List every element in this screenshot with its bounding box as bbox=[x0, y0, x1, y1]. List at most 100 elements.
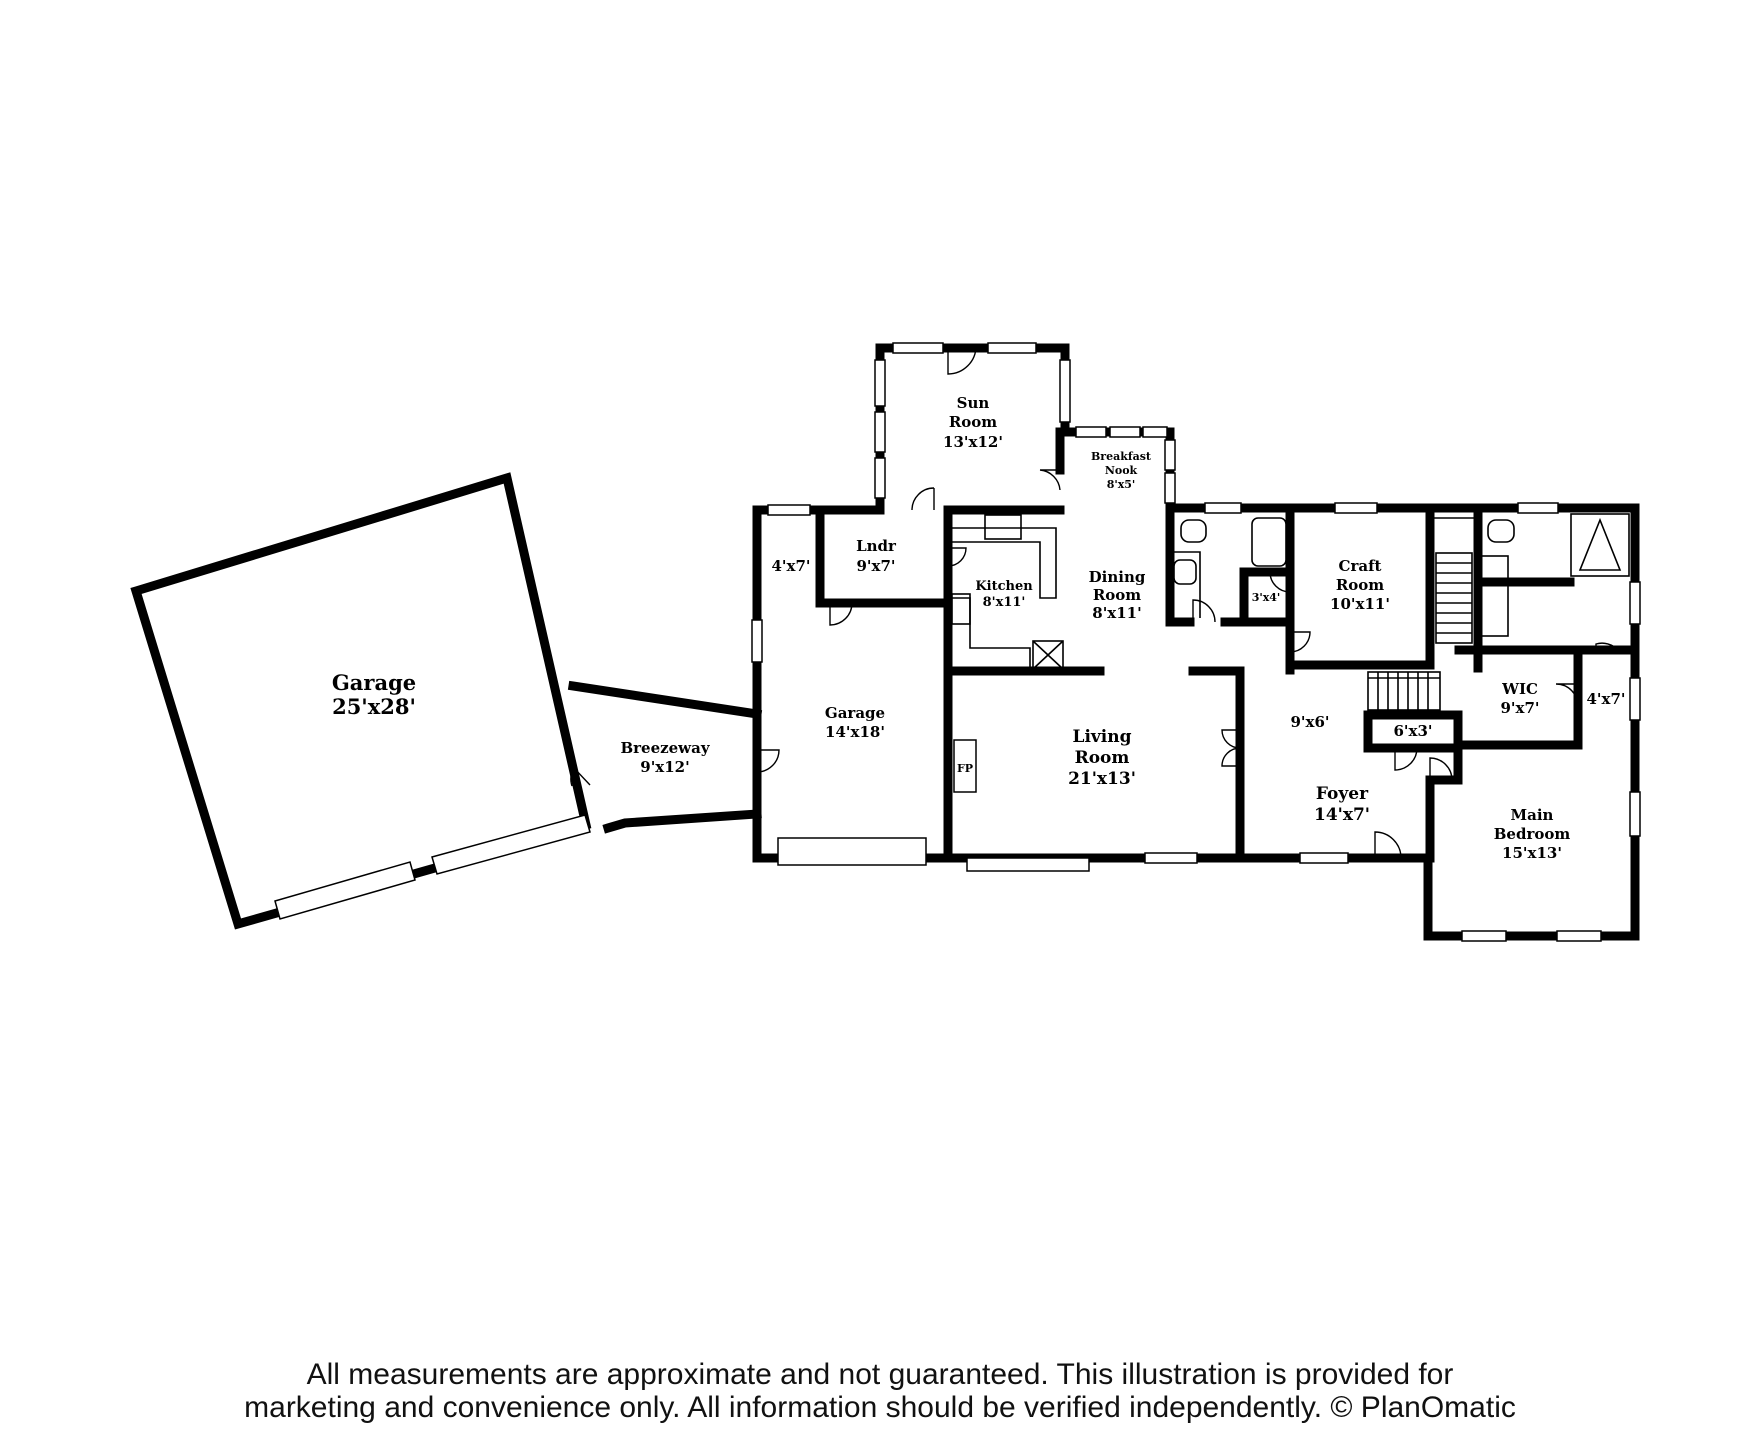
label-foyer-name: Foyer bbox=[1316, 784, 1369, 804]
closet-3x4-door bbox=[1269, 571, 1291, 593]
nook-door bbox=[1039, 469, 1061, 491]
interior-walls bbox=[815, 503, 1640, 863]
breezeway-wall-bottom bbox=[602, 809, 762, 834]
closet-6x3-door bbox=[1394, 747, 1418, 771]
label-garage-large-name: Garage bbox=[332, 670, 416, 695]
stove bbox=[951, 593, 971, 625]
window bbox=[1629, 677, 1641, 721]
window bbox=[987, 342, 1037, 354]
window bbox=[874, 411, 886, 453]
fixtures bbox=[951, 513, 1630, 711]
label-breezeway-name: Breezeway bbox=[620, 739, 710, 757]
label-dining-size: 8'x11' bbox=[1092, 604, 1141, 622]
window bbox=[1629, 581, 1641, 625]
dishwasher bbox=[1032, 640, 1064, 670]
shower bbox=[1570, 513, 1630, 577]
wall-bath-left bbox=[1165, 505, 1195, 627]
kitchen-counter-top bbox=[952, 527, 1057, 599]
breezeway-wall-top bbox=[567, 680, 763, 720]
bedroom-door bbox=[1429, 757, 1453, 781]
bath-vanity bbox=[1174, 551, 1201, 618]
window bbox=[1629, 791, 1641, 837]
label-craft-size: 10'x11' bbox=[1330, 595, 1390, 613]
garage-large bbox=[130, 472, 592, 930]
label-bedroom-size: 15'x13' bbox=[1502, 844, 1562, 862]
windows bbox=[751, 342, 1641, 942]
window bbox=[1334, 502, 1378, 514]
label-fireplace: FP bbox=[957, 762, 973, 775]
label-garage-large-size: 25'x28' bbox=[332, 694, 416, 719]
window bbox=[1164, 439, 1176, 471]
breezeway bbox=[567, 680, 763, 834]
window bbox=[1075, 426, 1107, 438]
laundry-kitchen-door bbox=[947, 547, 967, 567]
main-vanity bbox=[1479, 555, 1509, 637]
craft-door bbox=[1289, 631, 1311, 653]
label-sunroom-line2: Room bbox=[949, 413, 997, 431]
label-living-size: 21'x13' bbox=[1068, 769, 1136, 789]
label-garage-small-size: 14'x18' bbox=[825, 723, 885, 741]
label-nook-line2: Nook bbox=[1105, 464, 1138, 477]
stairs-upper bbox=[1435, 552, 1473, 644]
sunroom-laundry-door bbox=[911, 487, 935, 511]
bathtub bbox=[1251, 517, 1287, 567]
label-dining-line1: Dining bbox=[1089, 568, 1146, 586]
laundry-garage-door bbox=[829, 602, 853, 626]
shower-drain bbox=[1578, 517, 1622, 571]
bay-window bbox=[966, 857, 1090, 872]
garage-large-doors bbox=[274, 814, 591, 920]
label-living-line1: Living bbox=[1073, 727, 1132, 747]
bath-sink bbox=[1173, 559, 1197, 585]
dishwasher-x bbox=[1032, 640, 1064, 670]
closet-4x7-door bbox=[1595, 642, 1619, 651]
window bbox=[1299, 852, 1349, 864]
kitchen-sink bbox=[984, 514, 1022, 540]
window bbox=[767, 504, 811, 516]
label-closet-4x7-left: 4'x7' bbox=[771, 557, 810, 575]
window bbox=[1109, 426, 1141, 438]
bath-door bbox=[1192, 599, 1216, 623]
window bbox=[1059, 359, 1071, 423]
label-wic-size: 9'x7' bbox=[1500, 699, 1539, 717]
main-toilet bbox=[1487, 519, 1515, 543]
label-closet-3x4: 3'x4' bbox=[1252, 591, 1281, 604]
label-craft-line1: Craft bbox=[1339, 557, 1382, 575]
living-foyer-double-door bbox=[1221, 729, 1241, 767]
window bbox=[874, 359, 886, 407]
label-dining-line2: Room bbox=[1093, 586, 1141, 604]
label-craft-line2: Room bbox=[1336, 576, 1384, 594]
garage-breezeway-door bbox=[756, 749, 780, 773]
window bbox=[751, 619, 763, 663]
fireplace bbox=[953, 739, 977, 793]
window bbox=[1461, 930, 1507, 942]
garage-door-right bbox=[431, 814, 591, 875]
window bbox=[1142, 426, 1168, 438]
disclaimer: All measurements are approximate and not… bbox=[0, 1358, 1760, 1424]
label-kitchen-size: 8'x11' bbox=[983, 595, 1026, 610]
sunroom-door-swing bbox=[947, 345, 977, 375]
window bbox=[892, 342, 944, 354]
label-living-line2: Room bbox=[1075, 748, 1130, 768]
window bbox=[1517, 502, 1559, 514]
label-nook-line1: Breakfast bbox=[1091, 450, 1152, 463]
wic-door bbox=[1555, 683, 1579, 707]
window bbox=[1144, 852, 1198, 864]
label-sunroom-line1: Sun bbox=[957, 394, 990, 412]
kitchen-counter-left bbox=[952, 597, 1031, 671]
wall-main-bath bbox=[1473, 503, 1575, 587]
window bbox=[874, 457, 886, 499]
label-nook-size: 8'x5' bbox=[1107, 478, 1136, 491]
label-closet-4x7-right: 4'x7' bbox=[1586, 690, 1625, 708]
label-breezeway-size: 9'x12' bbox=[640, 758, 689, 776]
label-laundry-name: Lndr bbox=[856, 537, 897, 555]
label-bedroom-line1: Main bbox=[1511, 806, 1554, 824]
disclaimer-line2: marketing and convenience only. All info… bbox=[244, 1391, 1516, 1424]
label-hall-9x6: 9'x6' bbox=[1290, 713, 1329, 731]
label-bedroom-line2: Bedroom bbox=[1494, 825, 1571, 843]
toilet bbox=[1180, 519, 1207, 543]
label-closet-6x3: 6'x3' bbox=[1393, 722, 1432, 740]
label-wic-name: WIC bbox=[1501, 680, 1538, 698]
doors bbox=[756, 345, 1619, 859]
garage-door-small bbox=[777, 837, 927, 866]
